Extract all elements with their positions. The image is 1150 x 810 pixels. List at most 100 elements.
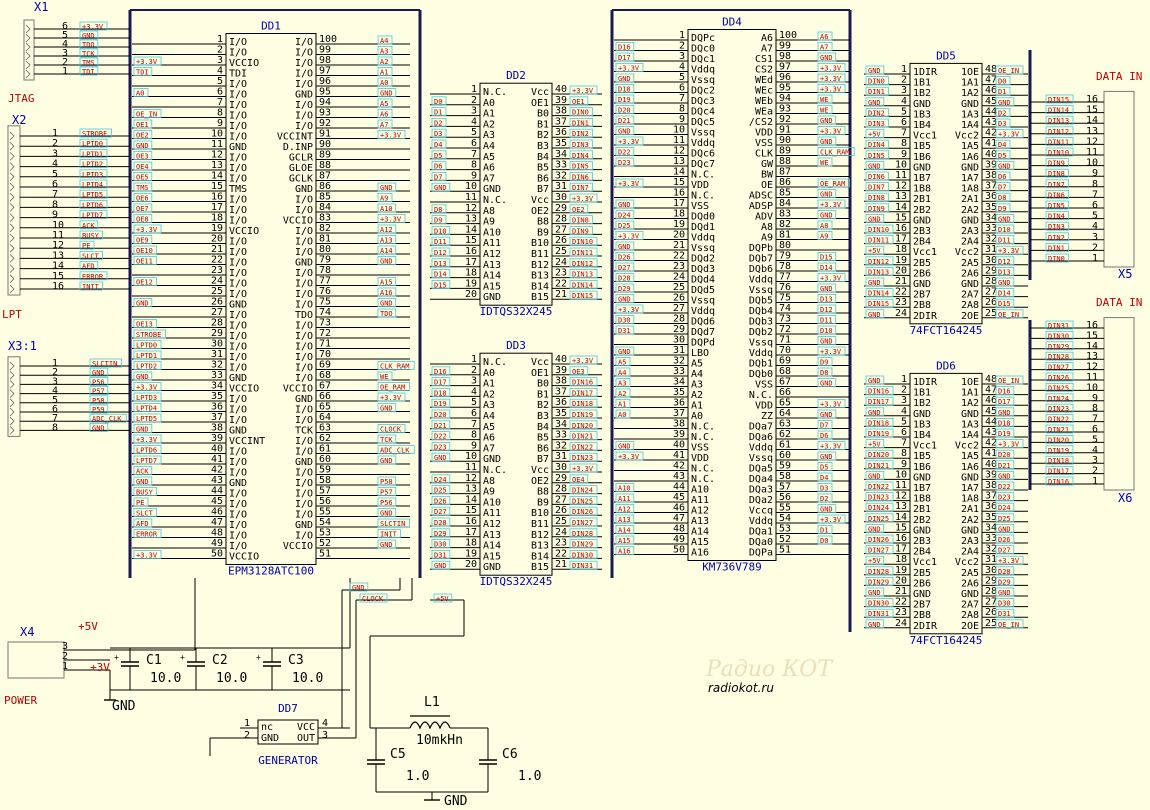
net-label-box: [569, 118, 593, 127]
pin-number: 64: [779, 408, 791, 419]
pin-name: DQc4: [691, 107, 715, 118]
pin-name: I/O: [229, 468, 247, 479]
pin-number: 1: [471, 84, 477, 95]
pin-number: 33: [985, 223, 997, 234]
net-label-box: [1045, 211, 1069, 221]
net-label: D16: [998, 388, 1011, 396]
net-label-box: [865, 598, 894, 607]
pin-name: 1A2: [961, 398, 979, 409]
pin-number: 1: [901, 64, 907, 75]
net-label: WE: [820, 96, 828, 104]
net-label: DIN21: [868, 462, 889, 470]
pin-name: DQc3: [691, 96, 715, 107]
net-label-box: [133, 161, 153, 171]
pin-name: 1A4: [961, 120, 979, 131]
pin-number: 6: [471, 138, 477, 149]
pin-number: 30: [555, 462, 567, 473]
pin-name: Vcc1: [913, 247, 937, 258]
net-label-box: [995, 417, 1015, 427]
pin-name: GND: [961, 279, 979, 290]
connector-pin-number: 1: [52, 128, 58, 139]
net-label: +3.3V: [820, 516, 842, 524]
inductor-ref: L1: [424, 695, 440, 710]
net-label-box: [817, 346, 846, 356]
pin-number: 48: [211, 528, 223, 539]
pin-name: GND: [913, 279, 931, 290]
pin-number: 8: [901, 448, 907, 459]
connector-pin-number: 6: [52, 404, 58, 415]
net-label: INIT: [82, 283, 100, 291]
pin-number: 14: [465, 224, 477, 235]
pin-name: GND: [295, 184, 313, 195]
pin-number: 18: [211, 213, 223, 224]
pin-name: VSS: [691, 443, 709, 454]
connector-pin-number: 9: [1092, 393, 1098, 404]
pin-number: 58: [779, 471, 791, 482]
pin-name: 1A8: [961, 494, 979, 505]
net-label: ADC_CLK: [92, 415, 122, 423]
pin-name: I/O: [295, 415, 313, 426]
pin-name: A12: [483, 519, 501, 530]
net-label: D3: [434, 130, 442, 138]
net-label-box: [569, 517, 598, 527]
pin-number: 91: [319, 129, 331, 140]
pin-number: 40: [985, 149, 997, 160]
net-label: GND: [380, 510, 393, 518]
pin-name: I/O: [229, 289, 247, 300]
net-label-box: [431, 377, 451, 387]
pin-name: TCK: [295, 426, 313, 437]
pin-name: I/O: [295, 100, 313, 111]
net-label-box: [817, 94, 833, 104]
pin-name: 1B6: [913, 152, 931, 163]
net-label: +3.3V: [136, 436, 158, 444]
pin-name: B11: [531, 519, 549, 530]
pin-name: N.C.: [483, 195, 507, 206]
net-label-box: [377, 277, 397, 286]
chip-body: [225, 33, 317, 565]
pin-number: 62: [779, 429, 791, 440]
pin-number: 38: [555, 376, 567, 387]
connector-pin-number: 16: [1086, 320, 1098, 331]
net-label: D16: [618, 44, 631, 52]
net-label-box: [995, 129, 1024, 139]
pin-number: 76: [779, 282, 791, 293]
pin-number: 88: [319, 160, 331, 171]
pin-number: 70: [319, 349, 331, 360]
net-label: DIN12: [572, 260, 593, 268]
net-label-box: [1045, 221, 1069, 231]
pin-number: 51: [779, 545, 791, 556]
net-label-box: [569, 506, 598, 516]
net-label-box: [1045, 445, 1074, 455]
pin-name: I/O: [295, 436, 313, 447]
pin-number: 65: [319, 402, 331, 413]
net-label-box: [1045, 382, 1074, 392]
pin-name: I/O: [229, 394, 247, 405]
pin-name: Vddq: [749, 516, 773, 527]
pin-number: 24: [555, 257, 567, 268]
pin-name: 1B1: [913, 388, 931, 399]
pin-number: 89: [319, 150, 331, 161]
net-label-box: [377, 455, 397, 465]
net-label-box: [377, 109, 393, 118]
net-label: A9: [820, 233, 828, 241]
net-label-box: [995, 566, 1015, 576]
net-label-box: [817, 199, 846, 209]
connector-pin-number: 5: [1092, 434, 1098, 445]
pin-number: 27: [985, 287, 997, 298]
cap-value: 1.0: [518, 769, 541, 784]
connector-pin-number: 4: [1092, 221, 1098, 232]
net-label: DIN0: [572, 109, 589, 117]
pin-name: A0: [483, 98, 495, 109]
pin-name: I/O: [295, 363, 313, 374]
pin-name: Vcc: [531, 357, 549, 368]
net-label-box: [377, 203, 397, 213]
net-label-box: [133, 550, 162, 559]
pin-number: 92: [779, 114, 791, 125]
net-label-box: [817, 294, 837, 303]
net-label-box: [995, 86, 1011, 96]
connector-title: DATA IN: [1096, 70, 1142, 83]
net-label-box: [615, 514, 635, 524]
pin-number: 39: [985, 469, 997, 480]
pin-number: 47: [673, 513, 685, 524]
pin-number: 28: [673, 314, 685, 325]
